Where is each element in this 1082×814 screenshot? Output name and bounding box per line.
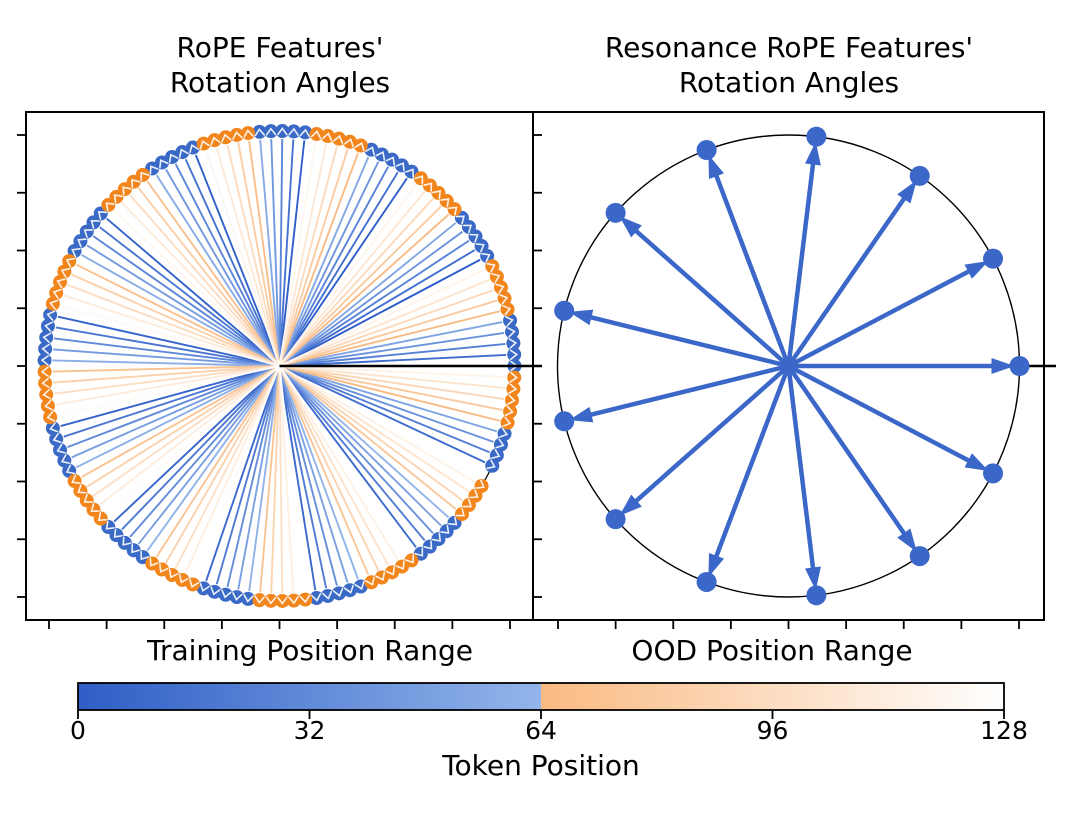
rope-dots (37, 124, 522, 608)
colorbar-tick-label: 32 (293, 716, 326, 745)
rope-feature-panel (37, 124, 542, 608)
resonance-panel (554, 126, 1056, 606)
left-plot-title: RoPE Features' Rotation Angles (170, 30, 390, 100)
training-range-label: Training Position Range (146, 634, 474, 667)
left-plot-title-line1: RoPE Features' (176, 31, 384, 64)
resonance-arrows (569, 141, 1015, 591)
axis-ticks (17, 134, 1020, 629)
resonance-dots (554, 126, 1030, 606)
rope-arrows (52, 139, 507, 593)
right-plot-title: Resonance RoPE Features' Rotation Angles (605, 30, 973, 100)
token-position-label: Token Position (442, 749, 640, 782)
colorbar (77, 682, 1005, 719)
colorbar-tick-label: 64 (525, 716, 557, 745)
colorbar-tick-label: 0 (70, 716, 86, 745)
colorbar-tick-label: 96 (756, 716, 789, 745)
right-plot-title-line2: Rotation Angles (678, 66, 900, 99)
ood-range-label: OOD Position Range (631, 634, 913, 667)
right-plot-title-line1: Resonance RoPE Features' (604, 31, 974, 64)
colorbar-tick-label: 128 (980, 716, 1028, 745)
left-plot-title-line2: Rotation Angles (169, 66, 391, 99)
